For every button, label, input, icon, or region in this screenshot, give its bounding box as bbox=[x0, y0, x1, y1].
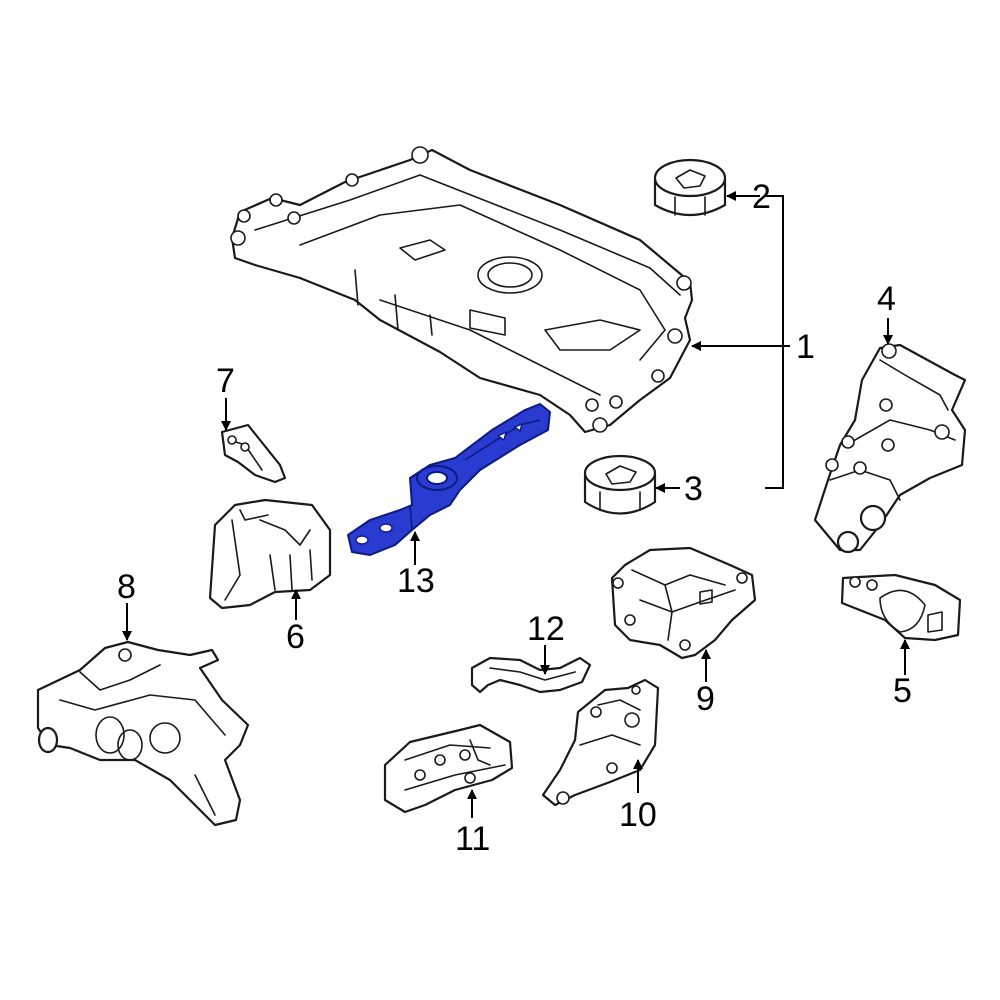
callout-9[interactable]: 9 bbox=[696, 680, 715, 718]
part-10-bracket[interactable] bbox=[541, 678, 660, 807]
part-7-bracket[interactable] bbox=[220, 423, 287, 484]
part-9-mount[interactable] bbox=[610, 546, 757, 660]
callout-5[interactable]: 5 bbox=[893, 672, 912, 710]
part-8-engine-mount[interactable] bbox=[36, 640, 250, 827]
part-3-bushing[interactable] bbox=[583, 454, 657, 515]
callout-7[interactable]: 7 bbox=[216, 362, 235, 400]
part-6-mount[interactable] bbox=[208, 498, 332, 610]
leader-lines bbox=[122, 191, 910, 818]
callout-6[interactable]: 6 bbox=[286, 618, 305, 656]
callout-11[interactable]: 11 bbox=[455, 820, 490, 858]
part-1-subframe[interactable] bbox=[230, 146, 694, 434]
callout-3[interactable]: 3 bbox=[684, 470, 703, 508]
callout-10[interactable]: 10 bbox=[619, 796, 657, 834]
callout-13[interactable]: 13 bbox=[397, 562, 435, 600]
callout-12[interactable]: 12 bbox=[527, 610, 565, 648]
callout-2[interactable]: 2 bbox=[752, 178, 771, 216]
part-11-bracket[interactable] bbox=[383, 723, 514, 814]
part-13-torque-strut[interactable] bbox=[347, 403, 551, 556]
callout-labels: 1 2 3 4 5 6 7 8 9 10 11 12 13 bbox=[117, 178, 912, 858]
callout-1[interactable]: 1 bbox=[796, 328, 815, 366]
callout-8[interactable]: 8 bbox=[117, 568, 136, 606]
part-2-bushing[interactable] bbox=[653, 158, 727, 216]
part-4-bracket[interactable] bbox=[813, 343, 967, 554]
callout-4[interactable]: 4 bbox=[877, 280, 896, 318]
part-12-strap[interactable] bbox=[470, 656, 592, 694]
part-5-bracket[interactable] bbox=[840, 573, 962, 642]
